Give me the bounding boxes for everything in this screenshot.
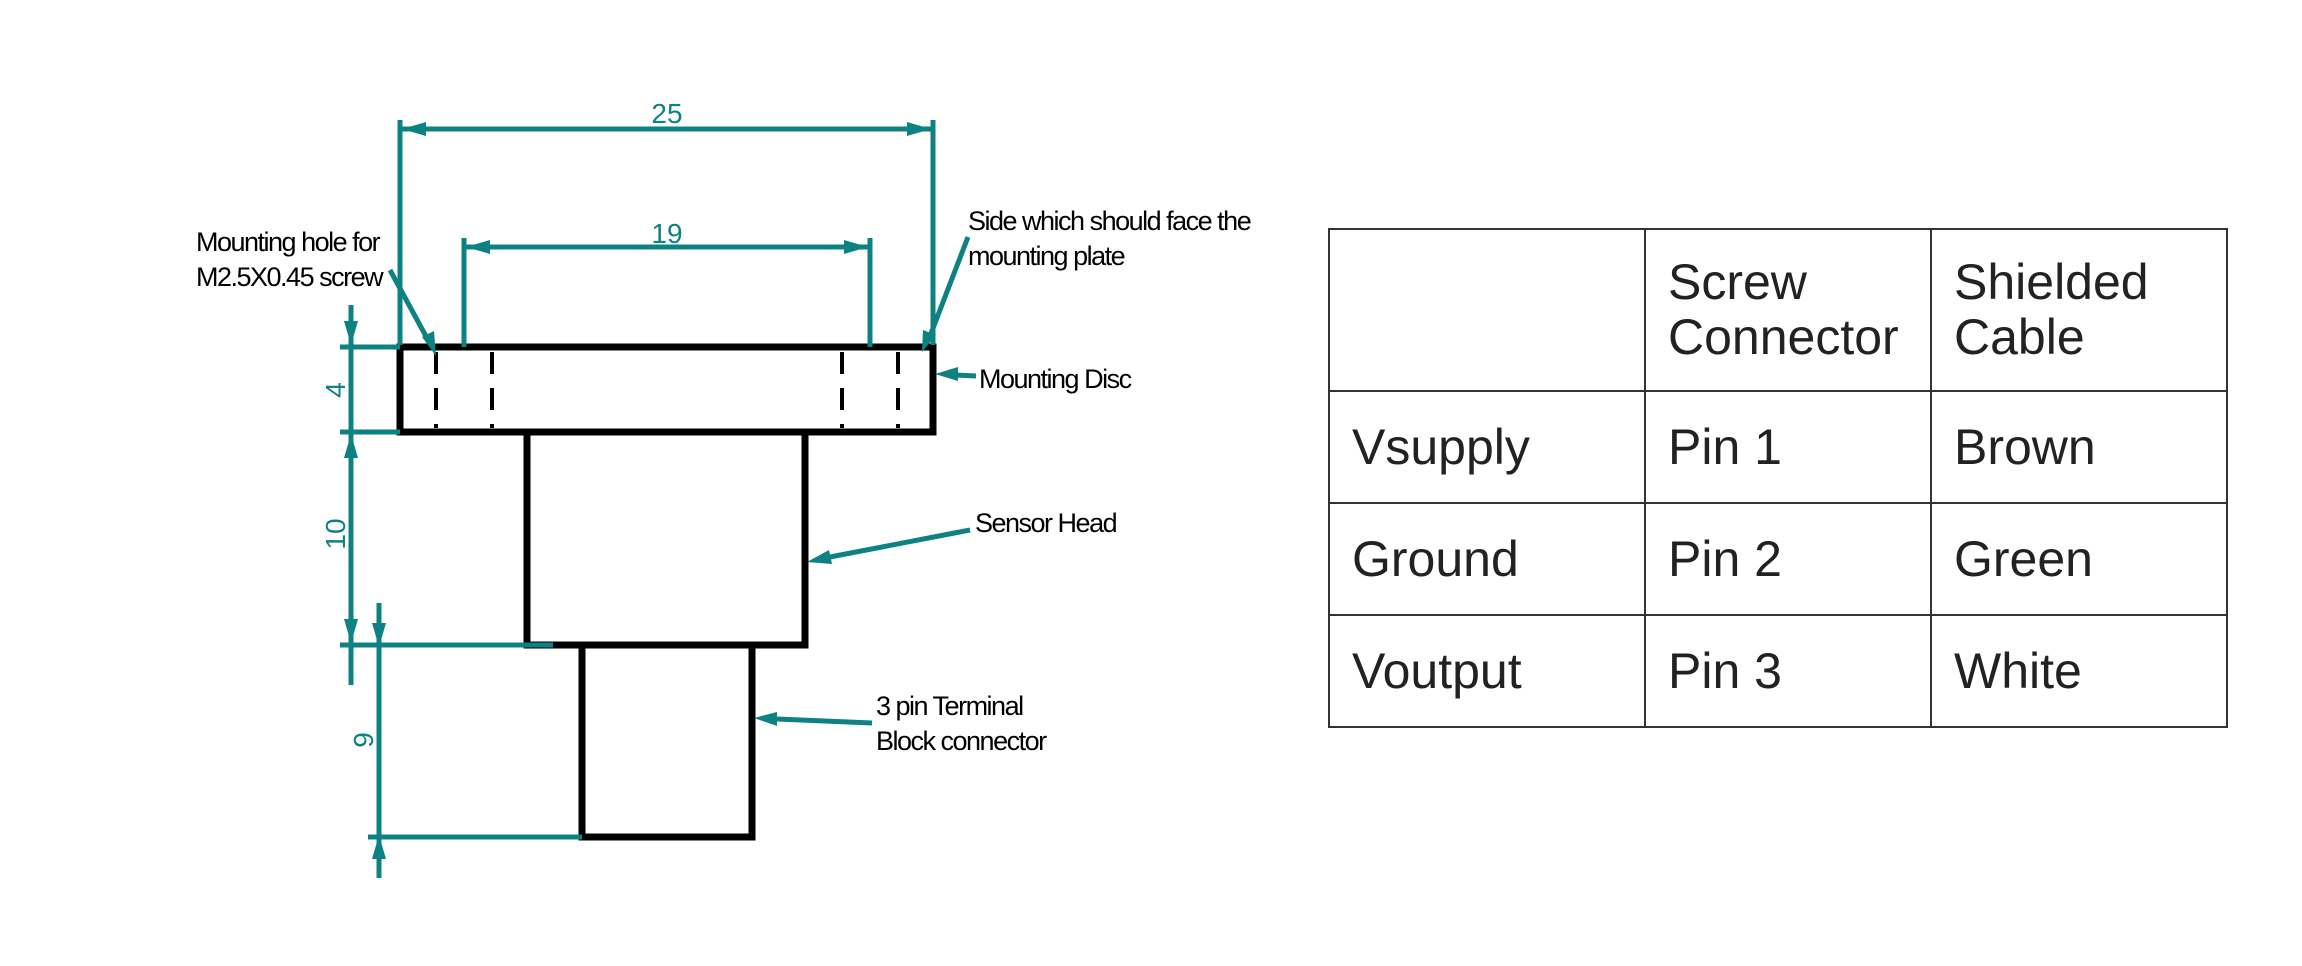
table-cell-signal: Voutput [1328,614,1646,728]
table-body: Vsupply Pin 1 Brown Ground Pin 2 Green V… [1328,390,2228,728]
callout-texts: Mounting hole for M2.5X0.45 screw Side w… [196,206,1252,756]
dimension-label-9: 9 [348,732,379,748]
arrowhead [922,330,936,352]
dimension-label-4: 4 [320,382,351,398]
terminal-block-shape [578,641,756,841]
callout-mounting-hole-line1: Mounting hole for [196,227,381,257]
arrowhead [372,623,386,647]
dimension-25: 25 [397,98,936,345]
table-cell-pin: Pin 2 [1644,502,1932,616]
leader-sensor-head [829,527,971,560]
dimension-vertical-left: 4 10 [320,305,553,685]
header-cell-screw-connector: Screw Connector [1644,228,1932,392]
table-header: Screw Connector Shielded Cable [1328,228,2228,392]
table-cell-color: Brown [1930,390,2228,504]
table-row: Ground Pin 2 Green [1328,502,2228,616]
arrowhead [402,122,426,136]
callout-sensor-head: Sensor Head [975,508,1117,538]
callout-mounting-hole-line2: M2.5X0.45 screw [196,262,384,292]
table-cell-color: White [1930,614,2228,728]
leader-mounting-hole [387,268,431,342]
table-cell-signal: Vsupply [1328,390,1646,504]
leader-terminal-block [776,716,873,726]
leader-face-side [927,236,971,337]
arrowhead [844,240,868,254]
table-row: Voutput Pin 3 White [1328,614,2228,728]
dimension-label-19: 19 [651,218,682,249]
table-cell-signal: Ground [1328,502,1646,616]
dimension-label-10: 10 [320,518,351,549]
callout-face-side-line1: Side which should face the [968,206,1251,236]
arrowhead [935,367,958,381]
sensor-drawing: 25 19 4 10 9 [196,98,1252,878]
mounting-disc-shape [396,343,937,436]
arrowhead [344,619,358,643]
arrowhead [466,240,490,254]
dimension-label-25: 25 [651,98,682,129]
arrowhead [344,321,358,345]
arrowhead [907,122,931,136]
arrowhead [372,835,386,859]
part-outline [396,343,937,841]
dimension-9: 9 [348,603,582,878]
arrowhead [754,712,777,726]
table-cell-pin: Pin 1 [1644,390,1932,504]
callout-face-side-line2: mounting plate [968,241,1125,271]
wiring-table: Screw Connector Shielded Cable Vsupply P… [1328,228,2228,728]
arrowhead [344,434,358,458]
callout-leaders [387,236,977,726]
sensor-head-shape [523,428,809,649]
callout-terminal-block-line2: Block connector [876,726,1047,756]
table-row: Vsupply Pin 1 Brown [1328,390,2228,504]
table-cell-pin: Pin 3 [1644,614,1932,728]
arrowhead [807,550,832,564]
arrowhead [422,331,436,356]
header-cell-shielded-cable: Shielded Cable [1930,228,2228,392]
table-cell-color: Green [1930,502,2228,616]
table-header-row: Screw Connector Shielded Cable [1328,228,2228,392]
callout-mounting-disc: Mounting Disc [979,364,1132,394]
dimension-19: 19 [461,218,873,347]
leader-mounting-disc [954,372,977,379]
callout-terminal-block-line1: 3 pin Terminal [876,691,1023,721]
header-cell-blank [1328,228,1646,392]
